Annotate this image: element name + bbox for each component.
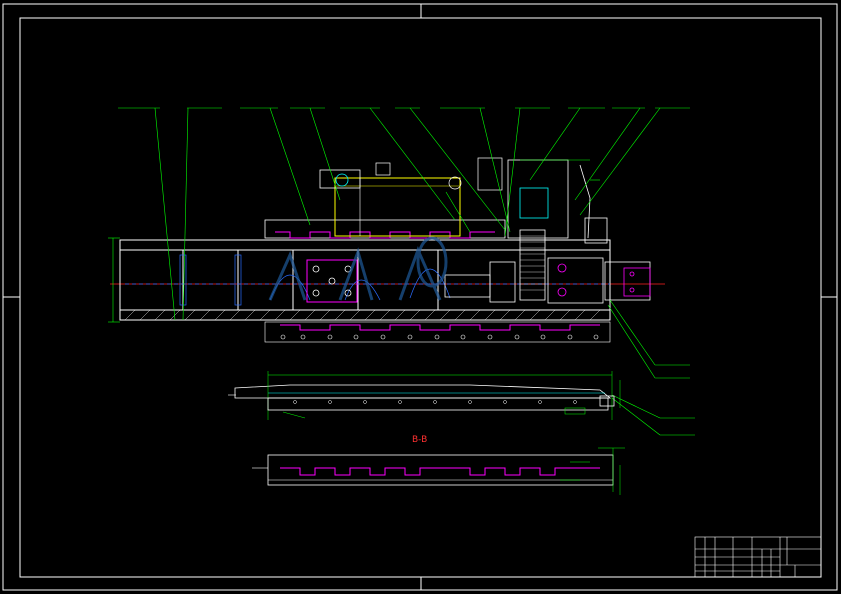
title-block — [694, 536, 822, 578]
base-hatch-lines — [124, 309, 601, 321]
inner-frame — [19, 17, 822, 578]
drive-motor — [319, 157, 503, 237]
base-bolts — [264, 321, 611, 343]
rail-side-view — [228, 371, 621, 420]
watermark — [268, 236, 448, 301]
top-rail — [264, 219, 506, 239]
mounting-plate — [306, 259, 358, 303]
drawing-frame — [2, 3, 838, 591]
base-slot-profile — [280, 324, 600, 331]
rail-section-profile — [252, 447, 625, 495]
outer-frame — [2, 3, 838, 591]
left-dimensions — [108, 237, 120, 323]
section-view-label: B-B — [412, 435, 427, 445]
right-leaders — [520, 159, 695, 436]
top-leaders — [118, 107, 690, 321]
spindle-head — [444, 159, 651, 304]
